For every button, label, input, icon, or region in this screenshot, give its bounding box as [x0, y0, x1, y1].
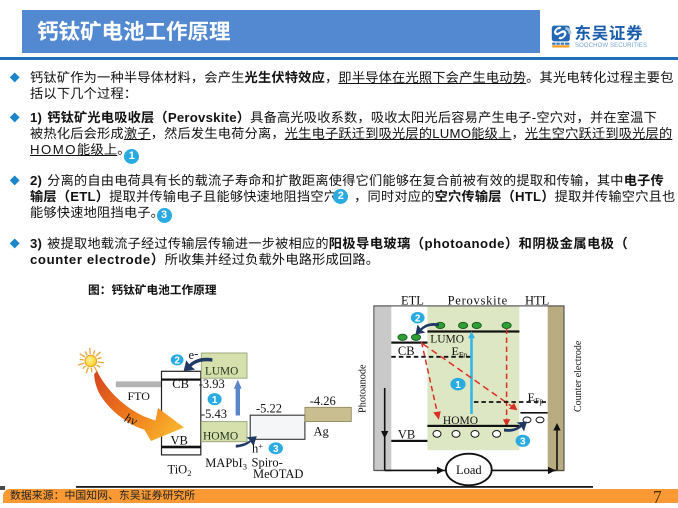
- svg-text:2: 2: [174, 355, 180, 366]
- svg-text:Photoanode: Photoanode: [358, 364, 369, 413]
- svg-text:HOMO: HOMO: [203, 431, 238, 443]
- svg-text:HOMO: HOMO: [443, 415, 478, 427]
- svg-text:Ag: Ag: [314, 425, 330, 439]
- svg-text:MeOTAD: MeOTAD: [253, 467, 303, 481]
- svg-text:HTL: HTL: [525, 294, 549, 308]
- svg-text:-5.22: -5.22: [256, 401, 282, 415]
- svg-text:1: 1: [455, 380, 461, 391]
- svg-text:LUMO: LUMO: [205, 366, 238, 378]
- svg-text:3: 3: [520, 437, 526, 448]
- svg-text:-3.93: -3.93: [199, 377, 225, 391]
- svg-text:h+: h+: [252, 441, 263, 456]
- svg-text:-4.26: -4.26: [310, 394, 336, 408]
- svg-text:Counter electrode: Counter electrode: [573, 340, 584, 412]
- svg-text:LUMO: LUMO: [430, 334, 464, 346]
- svg-text:EFp: EFp: [528, 390, 544, 406]
- svg-text:Load: Load: [456, 463, 482, 477]
- svg-text:ETL: ETL: [401, 294, 424, 308]
- svg-text:TiO2: TiO2: [168, 463, 192, 479]
- svg-text:1: 1: [212, 395, 218, 406]
- svg-text:3: 3: [273, 444, 279, 455]
- svg-text:Perovskite: Perovskite: [448, 294, 508, 308]
- svg-text:VB: VB: [171, 433, 188, 447]
- svg-text:-5.43: -5.43: [201, 407, 227, 421]
- svg-text:FTO: FTO: [128, 389, 151, 403]
- svg-text:MAPbI3: MAPbI3: [205, 456, 247, 472]
- svg-text:VB: VB: [398, 427, 415, 441]
- svg-text:2: 2: [415, 313, 421, 324]
- svg-text:CB: CB: [172, 377, 189, 391]
